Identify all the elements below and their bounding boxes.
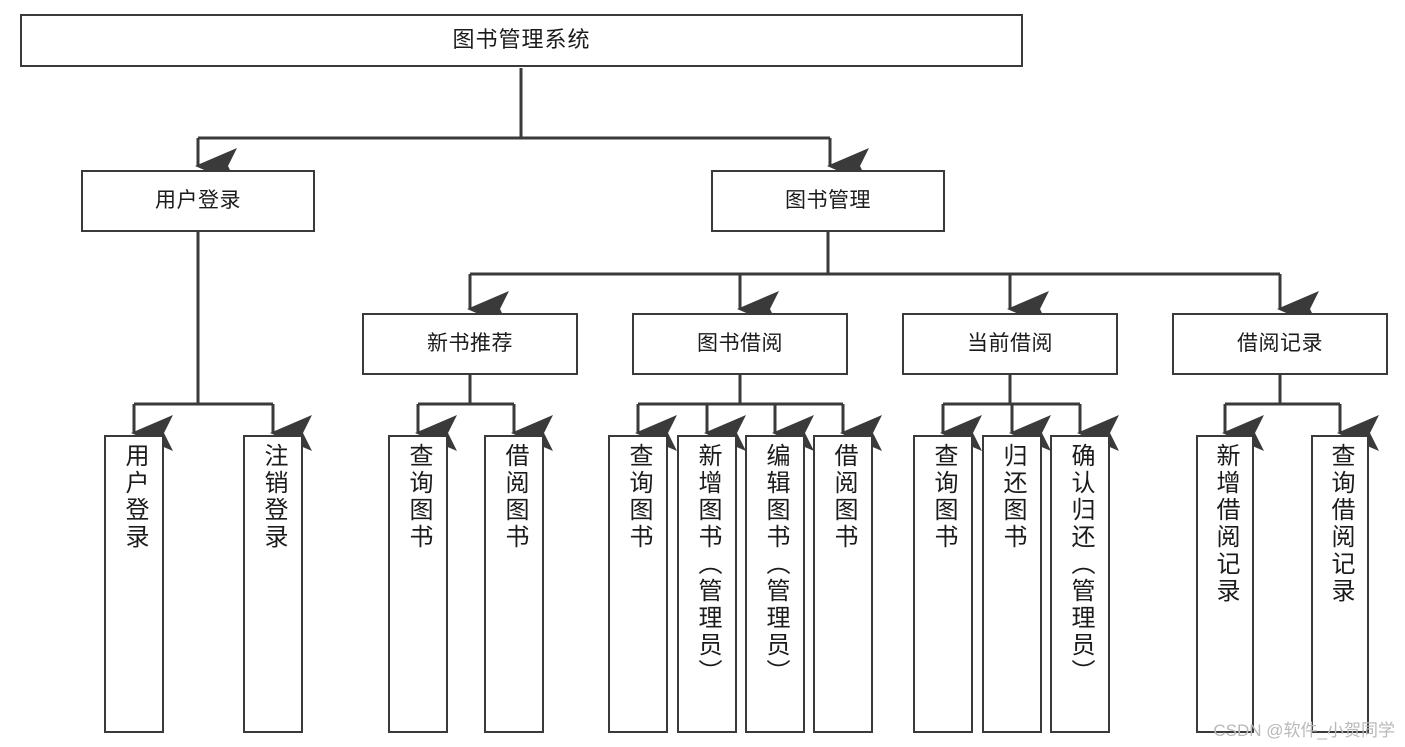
node-label: 图书借阅 — [697, 332, 783, 356]
node-root-system[interactable]: 图书管理系统 — [20, 14, 1023, 67]
leaf-confirm-return-admin[interactable]: 确认归还（管理员） — [1050, 435, 1110, 733]
node-label: 借阅图书 — [501, 443, 528, 551]
leaf-query-borrowing-record[interactable]: 查询借阅记录 — [1311, 435, 1369, 733]
leaf-return-book[interactable]: 归还图书 — [982, 435, 1042, 733]
node-label: 归还图书 — [999, 443, 1026, 551]
node-label: 新书推荐 — [427, 332, 513, 356]
leaf-add-book-admin[interactable]: 新增图书（管理员） — [677, 435, 737, 733]
node-label: 查询图书 — [405, 443, 432, 551]
leaf-logout[interactable]: 注销登录 — [243, 435, 303, 733]
node-label: 借阅记录 — [1237, 332, 1323, 356]
node-label: 借阅图书 — [830, 443, 857, 551]
watermark: CSDN @软件_小贺同学 — [1213, 721, 1395, 740]
node-new-book-recommendation[interactable]: 新书推荐 — [362, 313, 578, 375]
node-label: 用户登录 — [121, 443, 148, 551]
leaf-add-borrowing-record[interactable]: 新增借阅记录 — [1196, 435, 1254, 733]
node-label: 当前借阅 — [967, 332, 1053, 356]
node-label: 查询借阅记录 — [1327, 443, 1354, 605]
leaf-borrow-book-recommendation[interactable]: 借阅图书 — [484, 435, 544, 733]
node-label: 确认归还（管理员） — [1067, 443, 1094, 686]
leaf-query-book-borrowing[interactable]: 查询图书 — [608, 435, 668, 733]
leaf-edit-book-admin[interactable]: 编辑图书（管理员） — [745, 435, 805, 733]
node-label: 查询图书 — [930, 443, 957, 551]
leaf-query-book-recommendation[interactable]: 查询图书 — [388, 435, 448, 733]
node-label: 新增图书（管理员） — [694, 443, 721, 686]
node-label: 图书管理 — [785, 189, 871, 213]
leaf-user-login[interactable]: 用户登录 — [104, 435, 164, 733]
node-borrowing-record[interactable]: 借阅记录 — [1172, 313, 1388, 375]
node-book-management[interactable]: 图书管理 — [711, 170, 945, 232]
node-current-borrowing[interactable]: 当前借阅 — [902, 313, 1118, 375]
node-label: 新增借阅记录 — [1212, 443, 1239, 605]
node-label: 查询图书 — [625, 443, 652, 551]
leaf-borrow-book-borrowing[interactable]: 借阅图书 — [813, 435, 873, 733]
leaf-query-book-current[interactable]: 查询图书 — [913, 435, 973, 733]
node-user-login[interactable]: 用户登录 — [81, 170, 315, 232]
node-label: 编辑图书（管理员） — [762, 443, 789, 686]
node-label: 注销登录 — [260, 443, 287, 551]
node-book-borrowing[interactable]: 图书借阅 — [632, 313, 848, 375]
node-label: 图书管理系统 — [452, 27, 591, 53]
node-label: 用户登录 — [155, 189, 241, 213]
